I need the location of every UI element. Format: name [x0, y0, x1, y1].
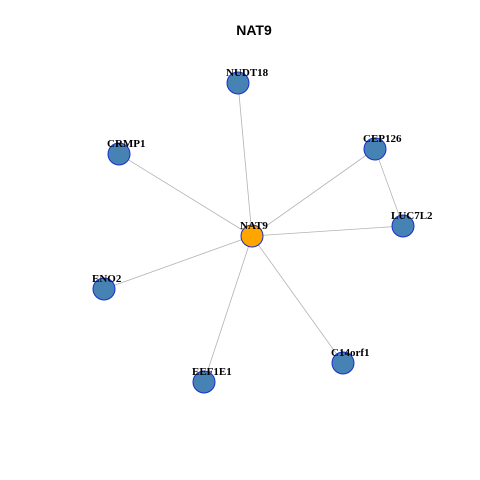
node-label: EEF1E1 — [192, 366, 232, 378]
node-label: CRMP1 — [107, 138, 146, 150]
node-label: ENO2 — [92, 273, 122, 285]
node-nudt18: NUDT18 — [226, 67, 269, 95]
node-label: LUC7L2 — [391, 210, 433, 222]
edge-nat9-luc7l2 — [251, 225, 404, 237]
node-circle — [92, 277, 116, 301]
diagram-title: NAT9 — [236, 22, 272, 38]
node-label: CEP126 — [363, 133, 402, 145]
node-eef1e1: EEF1E1 — [192, 366, 232, 394]
edge-nat9-c14orf1 — [251, 235, 344, 364]
node-circle — [240, 224, 264, 248]
node-c14orf1: C14orf1 — [331, 347, 370, 375]
node-crmp1: CRMP1 — [107, 138, 146, 166]
node-label: C14orf1 — [331, 347, 370, 359]
node-cep126: CEP126 — [363, 133, 402, 161]
node-luc7l2: LUC7L2 — [391, 210, 433, 238]
edge-nat9-nudt18 — [237, 82, 253, 237]
edge-cep126-luc7l2 — [374, 148, 404, 227]
node-circle — [192, 370, 216, 394]
node-circle — [107, 142, 131, 166]
edge-nat9-eno2 — [103, 235, 253, 290]
node-circle — [391, 214, 415, 238]
edge-nat9-eef1e1 — [203, 235, 253, 383]
node-circle — [331, 351, 355, 375]
node-eno2: ENO2 — [92, 273, 122, 301]
node-circle — [226, 71, 250, 95]
node-label: NAT9 — [240, 220, 268, 232]
edge-nat9-cep126 — [251, 148, 376, 237]
edge-layer — [103, 82, 404, 383]
node-nat9: NAT9 — [240, 220, 268, 248]
edge-nat9-crmp1 — [118, 153, 253, 237]
node-circle — [363, 137, 387, 161]
node-label: NUDT18 — [226, 67, 269, 79]
